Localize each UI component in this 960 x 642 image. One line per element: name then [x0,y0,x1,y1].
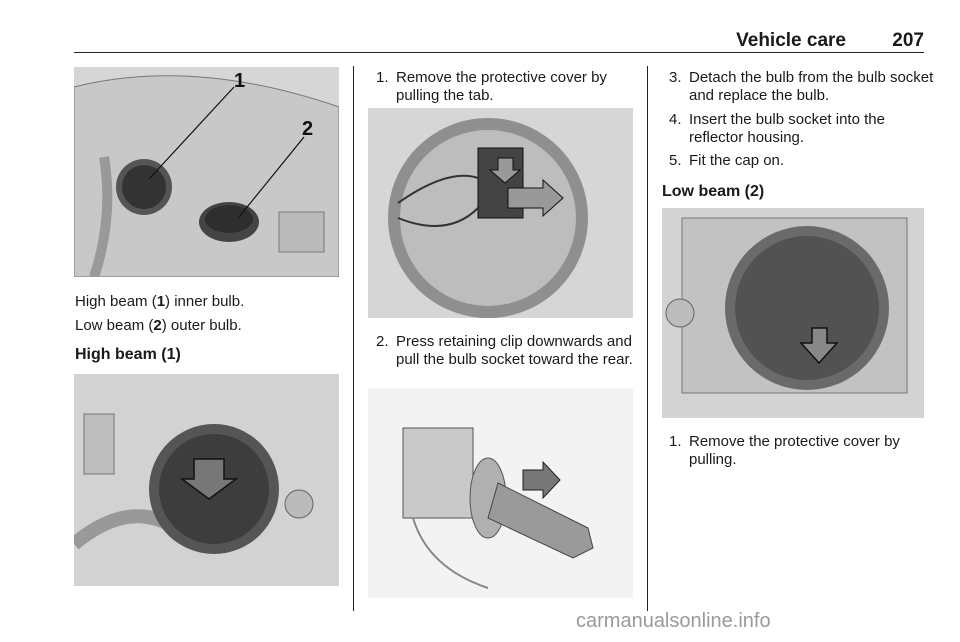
column-divider-1 [353,66,354,611]
callout-1: 1 [234,70,245,92]
step-insert-socket: 4. Insert the bulb socket into the refle… [669,111,885,146]
high-beam-cover-figure [74,374,339,586]
page-header: Vehicle care 207 [74,30,924,52]
header-rule [74,52,924,53]
callout-2: 2 [302,118,313,140]
step-remove-cover: 1. Remove the protective cover by pullin… [376,69,607,104]
heading-high-beam: High beam (1) [75,346,181,363]
column-divider-2 [647,66,648,611]
step-detach-bulb: 3. Detach the bulb from the bulb socket … [669,69,934,104]
bulb-socket-figure [368,388,633,598]
headlamp-overview-figure: 1 2 [74,67,339,277]
step-press-clip: 2. Press retaining clip downwards and pu… [376,333,633,368]
socket-tab-figure [368,108,633,318]
low-beam-cover-figure [662,208,924,418]
step-fit-cap: 5. Fit the cap on. [669,152,785,169]
caption-high-beam: High beam (1) inner bulb. [75,293,245,310]
watermark: carmanualsonline.info [576,610,771,632]
page-number: 207 [892,30,924,51]
section-title: Vehicle care [736,30,846,51]
heading-low-beam: Low beam (2) [662,183,765,200]
step-remove-cover-low: 1. Remove the protective cover by pullin… [669,433,900,468]
caption-low-beam: Low beam (2) outer bulb. [75,317,242,334]
